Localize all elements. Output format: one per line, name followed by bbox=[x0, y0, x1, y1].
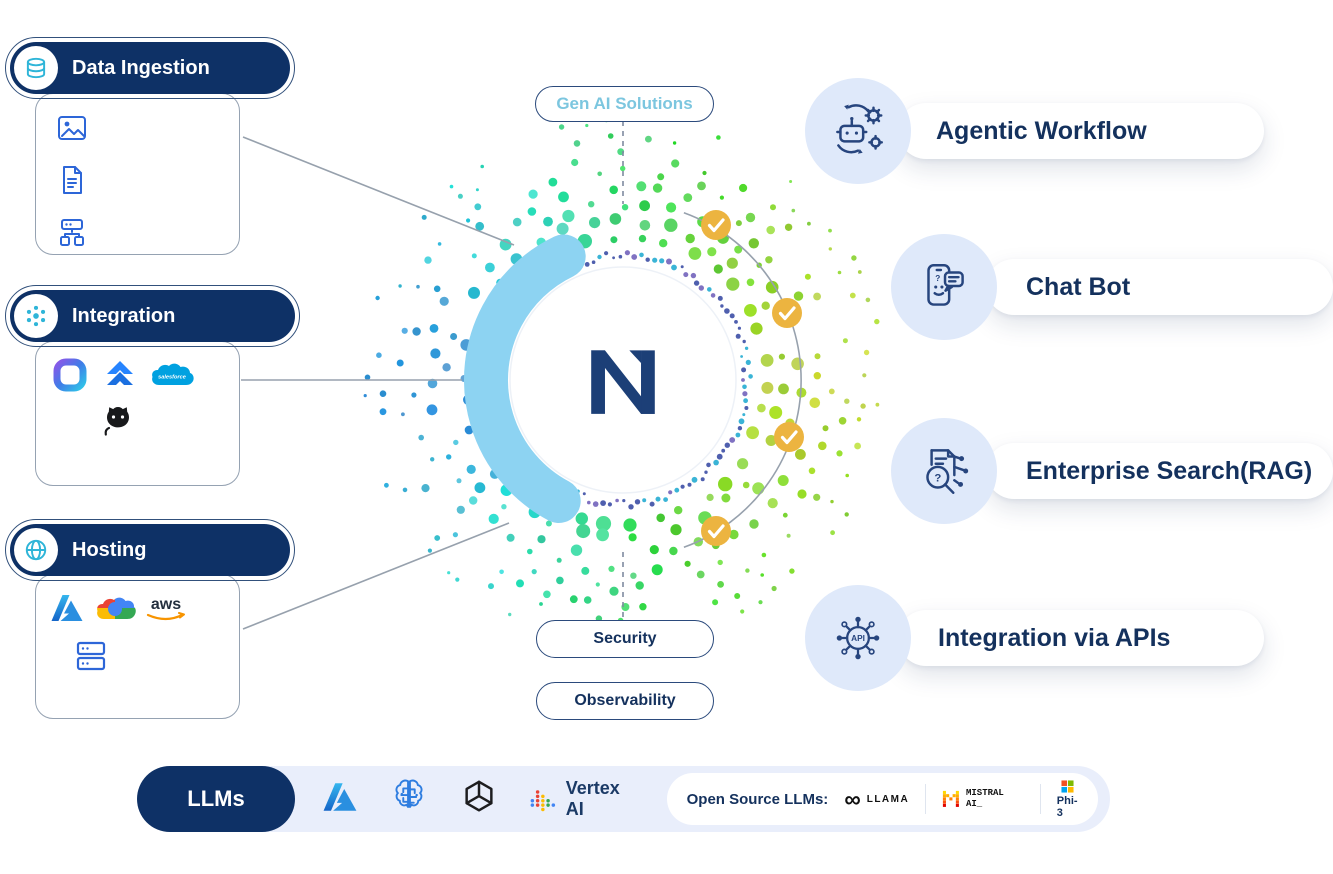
jira-icon bbox=[102, 358, 136, 397]
ms-loop-icon bbox=[52, 357, 88, 398]
data-ingestion-label: Data Ingestion bbox=[72, 56, 210, 79]
hosting-pill: Hosting bbox=[5, 519, 295, 581]
enterprise-search-label: Enterprise Search(RAG) bbox=[1026, 456, 1313, 485]
line-hosting bbox=[242, 522, 510, 630]
mistral-label: MISTRAL AI_ bbox=[966, 788, 1004, 809]
globe-icon bbox=[14, 528, 58, 572]
server-icon bbox=[72, 641, 110, 680]
divider bbox=[1040, 784, 1041, 814]
open-source-llms-pill: Open Source LLMs: ∞ LLAMA MISTRAL AI_ bbox=[666, 773, 1098, 825]
agentic-workflow-icon bbox=[805, 78, 911, 184]
observability-label: Observability bbox=[574, 692, 676, 709]
svg-text:API: API bbox=[851, 634, 865, 643]
document-icon bbox=[55, 163, 239, 202]
azure-icon bbox=[50, 591, 84, 630]
enterprise-search-icon: ? bbox=[891, 418, 997, 524]
api-icon: API bbox=[805, 585, 911, 691]
integration-box: salesforce bbox=[35, 341, 240, 486]
enterprise-search-pill: Enterprise Search(RAG) bbox=[986, 443, 1333, 499]
observability-pill: Observability bbox=[536, 682, 714, 720]
open-source-llms-label: Open Source LLMs: bbox=[686, 790, 829, 808]
google-cloud-icon bbox=[94, 593, 136, 628]
chat-bot-pill: Chat Bot bbox=[986, 259, 1333, 315]
vertex-ai-item: Vertex AI bbox=[528, 778, 637, 820]
integration-apis-pill: Integration via APIs bbox=[898, 610, 1264, 666]
azure-llm-icon bbox=[322, 779, 358, 820]
salesforce-icon: salesforce bbox=[150, 359, 196, 396]
integration-label: Integration bbox=[72, 304, 176, 327]
integration-pill: Integration bbox=[5, 285, 300, 347]
mistral-item: MISTRAL AI_ bbox=[942, 788, 1024, 810]
check-badge bbox=[701, 516, 731, 546]
chat-bot-icon: ? bbox=[891, 234, 997, 340]
image-icon bbox=[55, 111, 239, 150]
integration-apis-label: Integration via APIs bbox=[938, 623, 1171, 652]
llms-label: LLMs bbox=[187, 786, 245, 811]
hosting-box: aws bbox=[35, 574, 240, 719]
database-icon bbox=[14, 46, 58, 90]
openai-icon bbox=[460, 778, 498, 821]
aws-icon: aws bbox=[146, 597, 186, 622]
meta-llama-icon: ∞ bbox=[844, 785, 861, 812]
gen-ai-solutions-label: Gen AI Solutions bbox=[556, 94, 693, 113]
hub-icon bbox=[14, 294, 58, 338]
svg-text:?: ? bbox=[935, 274, 940, 283]
phi3-label: Phi-3 bbox=[1056, 794, 1078, 819]
right-arc bbox=[683, 211, 802, 549]
chat-bot-label: Chat Bot bbox=[1026, 272, 1131, 301]
security-label: Security bbox=[593, 630, 657, 647]
check-badge bbox=[774, 422, 804, 452]
agentic-workflow-label: Agentic Workflow bbox=[936, 116, 1147, 145]
crescent-arc bbox=[463, 220, 782, 539]
divider bbox=[925, 784, 926, 814]
vertex-ai-label: Vertex AI bbox=[565, 778, 620, 819]
mistral-icon bbox=[942, 790, 959, 807]
llm-bar-content: Vertex AI Open Source LLMs: ∞ LLAMA MIST… bbox=[322, 766, 1104, 832]
data-ingestion-box bbox=[35, 93, 240, 255]
phi3-item: Phi-3 bbox=[1056, 779, 1078, 819]
check-badge bbox=[772, 298, 802, 328]
gen-ai-solutions-pill: Gen AI Solutions bbox=[535, 86, 714, 122]
svg-text:?: ? bbox=[934, 472, 941, 484]
ai-brain-icon bbox=[388, 776, 430, 823]
data-ingestion-pill: Data Ingestion bbox=[5, 37, 295, 99]
data-pipeline-icon bbox=[55, 215, 239, 254]
line-data-ingestion bbox=[242, 136, 515, 246]
check-badge bbox=[701, 210, 731, 240]
svg-text:salesforce: salesforce bbox=[158, 375, 186, 381]
hosting-label: Hosting bbox=[72, 538, 147, 561]
security-pill: Security bbox=[536, 620, 714, 658]
agentic-workflow-pill: Agentic Workflow bbox=[898, 103, 1264, 159]
llama-label: LLAMA bbox=[866, 793, 910, 805]
github-icon bbox=[100, 407, 136, 444]
vertex-ai-icon bbox=[530, 790, 556, 812]
llms-pill: LLMs bbox=[137, 766, 295, 832]
phi3-icon bbox=[1061, 779, 1074, 793]
meta-llama-item: ∞ LLAMA bbox=[844, 785, 910, 812]
